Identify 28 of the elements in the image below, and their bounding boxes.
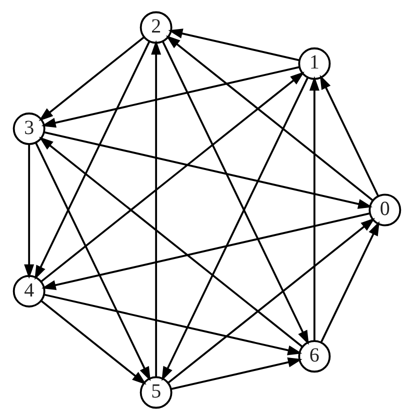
node-circle: 1 [298,47,331,80]
node-circle: 3 [12,112,46,146]
arrow [166,35,374,202]
arrow [168,28,300,62]
arrow [162,41,309,345]
arrow [40,72,304,282]
arrow [320,74,380,197]
arrow [24,144,34,279]
arrow [170,357,302,390]
node-circle: 2 [140,11,172,44]
arrow [38,36,144,122]
arrow [44,294,302,356]
arrow [34,142,151,382]
node-circle: 5 [140,376,172,409]
arrow [44,131,372,209]
arrow [42,212,370,290]
arrow [162,77,308,381]
node-circle: 0 [368,194,402,226]
arrow [40,300,146,385]
arrow [167,218,376,384]
arrow [39,136,303,348]
node-circle: 6 [298,340,331,373]
node-circle: 4 [12,274,46,308]
arrow [151,40,162,377]
arrow [309,76,320,342]
arrow [34,40,150,280]
arrow [320,221,380,343]
arrow [41,66,300,128]
